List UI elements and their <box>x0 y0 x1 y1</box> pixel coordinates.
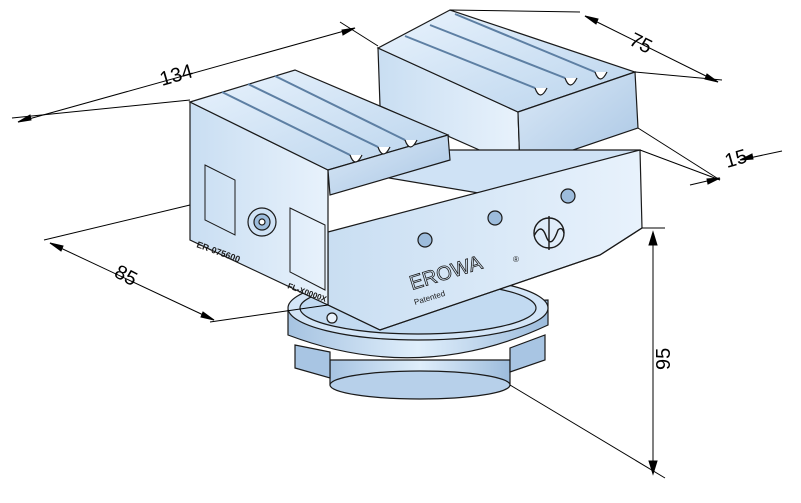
registered-mark: ® <box>513 255 519 264</box>
dim-15: 15 <box>722 146 749 173</box>
rear-jaw <box>376 9 639 169</box>
dim-134: 134 <box>157 60 195 90</box>
dim-85: 85 <box>111 261 141 291</box>
dim-75: 75 <box>626 29 656 59</box>
erowa-emblem-icon <box>533 216 565 250</box>
dimension-lines <box>11 9 783 479</box>
front-jaw <box>188 69 451 306</box>
dim-95: 95 <box>653 348 675 370</box>
